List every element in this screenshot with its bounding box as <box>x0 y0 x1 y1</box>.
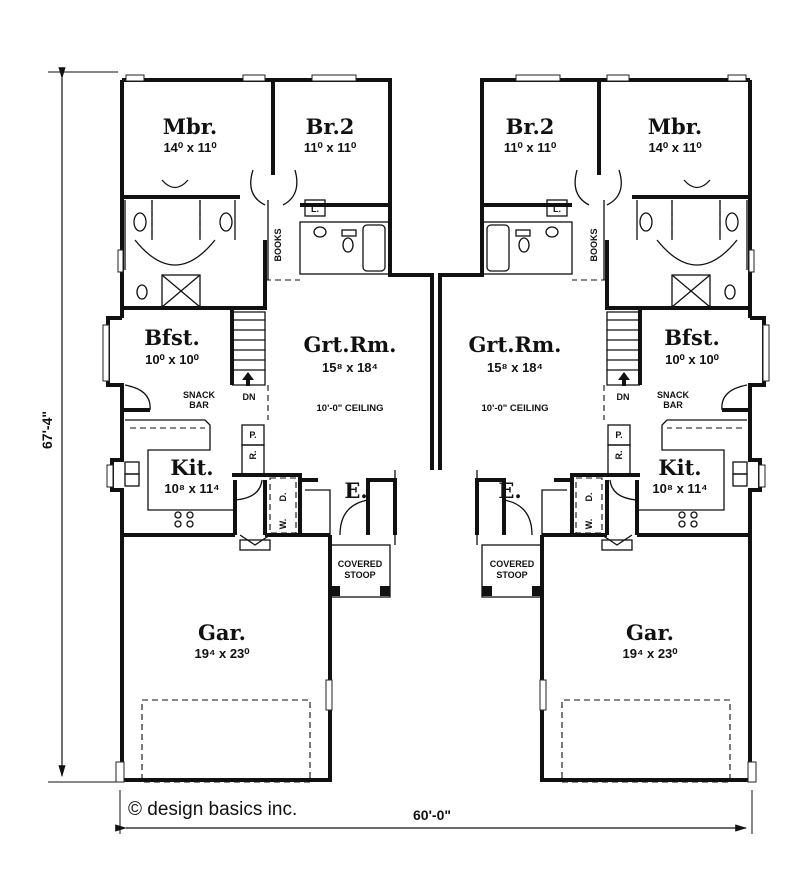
snackbar-right-l2: BAR <box>663 400 683 410</box>
snackbar-right-l1: SNACK <box>657 390 690 400</box>
room-gar-right-dim: 19⁴ x 23⁰ <box>622 646 678 661</box>
overall-width-dimension: 60'-0" <box>115 790 753 834</box>
pantry-left: P. <box>249 430 256 440</box>
fridge-right: R. <box>614 451 624 460</box>
dryer-right: D. <box>584 493 594 502</box>
room-bfst-right-dim: 10⁰ x 10⁰ <box>665 352 720 367</box>
overall-depth-dimension: 67'-4" <box>39 67 118 783</box>
room-bfst-right: Bfst. <box>664 325 720 350</box>
unit-left: Mbr. 14⁰ x 11⁰ Br.2 11⁰ x 11⁰ Grt.Rm. 15… <box>101 73 434 784</box>
stoop-right-l1: COVERED <box>490 559 535 569</box>
room-grtrm-left: Grt.Rm. <box>304 332 397 357</box>
room-br2-left: Br.2 <box>306 114 355 139</box>
washer-left: W. <box>278 519 288 530</box>
room-grtrm-right-dim: 15⁸ x 18⁴ <box>487 360 543 375</box>
room-mbr-left: Mbr. <box>163 114 217 139</box>
pantry-right: P. <box>615 430 622 440</box>
room-kit-right: Kit. <box>658 455 701 480</box>
room-kit-left-dim: 10⁸ x 11⁴ <box>164 481 219 496</box>
overall-depth-label: 67'-4" <box>39 411 55 449</box>
room-grtrm-right: Grt.Rm. <box>469 332 562 357</box>
books-right: BOOKS <box>589 228 599 261</box>
snackbar-left-l1: SNACK <box>183 390 216 400</box>
room-gar-left: Gar. <box>198 620 246 645</box>
room-gar-left-dim: 19⁴ x 23⁰ <box>194 646 250 661</box>
stoop-left-l1: COVERED <box>338 559 383 569</box>
room-mbr-right-dim: 14⁰ x 11⁰ <box>648 140 702 155</box>
ceiling-note-right: 10'-0" CEILING <box>482 403 549 414</box>
unit-right: Br.2 11⁰ x 11⁰ Mbr. 14⁰ x 11⁰ Grt.Rm. 15… <box>438 73 771 784</box>
stoop-left-l2: STOOP <box>344 570 375 580</box>
room-br2-left-dim: 11⁰ x 11⁰ <box>304 140 357 155</box>
fridge-left: R. <box>248 451 258 460</box>
room-mbr-right: Mbr. <box>648 114 702 139</box>
room-gar-right: Gar. <box>626 620 674 645</box>
linen-left: L. <box>311 204 319 214</box>
room-entry-left: E. <box>344 478 367 503</box>
room-bfst-left-dim: 10⁰ x 10⁰ <box>145 352 200 367</box>
overall-width-label: 60'-0" <box>413 807 451 823</box>
ceiling-note-left: 10'-0" CEILING <box>317 403 384 414</box>
washer-right: W. <box>584 519 594 530</box>
room-bfst-left: Bfst. <box>144 325 200 350</box>
linen-right: L. <box>553 204 561 214</box>
room-kit-left: Kit. <box>170 455 213 480</box>
snackbar-left-l2: BAR <box>189 400 209 410</box>
stairs-dn-left: DN <box>243 392 256 402</box>
room-kit-right-dim: 10⁸ x 11⁴ <box>652 481 707 496</box>
room-mbr-left-dim: 14⁰ x 11⁰ <box>163 140 217 155</box>
dryer-left: D. <box>278 493 288 502</box>
room-entry-right: E. <box>498 478 521 503</box>
copyright-text: © design basics inc. <box>128 799 297 820</box>
stairs-dn-right: DN <box>617 392 630 402</box>
stoop-right-l2: STOOP <box>496 570 527 580</box>
room-grtrm-left-dim: 15⁸ x 18⁴ <box>322 360 378 375</box>
room-br2-right: Br.2 <box>506 114 555 139</box>
room-br2-right-dim: 11⁰ x 11⁰ <box>504 140 557 155</box>
books-left: BOOKS <box>273 228 283 261</box>
